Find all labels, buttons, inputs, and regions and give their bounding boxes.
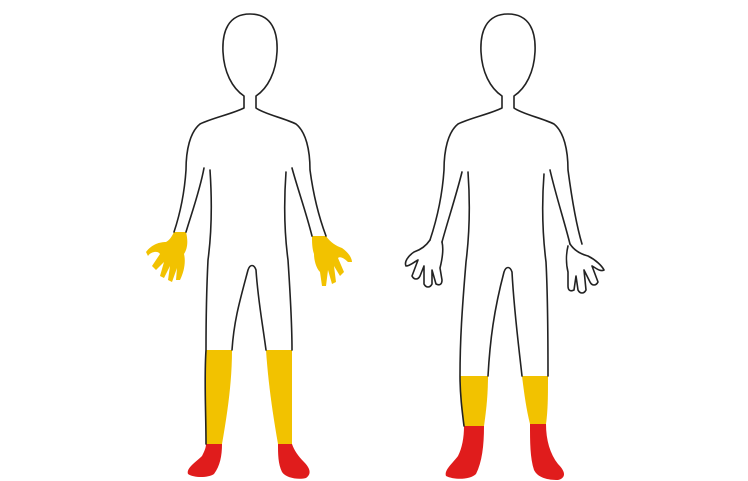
- right-figure-foot-left: [446, 426, 484, 479]
- right-figure-foot-right: [530, 424, 564, 480]
- right-figure-lower-leg-right: [522, 376, 548, 424]
- right-body-silhouette: [430, 14, 582, 376]
- right-figure-hand-left: [405, 240, 442, 287]
- right-figure-hand-right: [567, 244, 605, 293]
- right-figure-lower-leg-left: [460, 376, 488, 426]
